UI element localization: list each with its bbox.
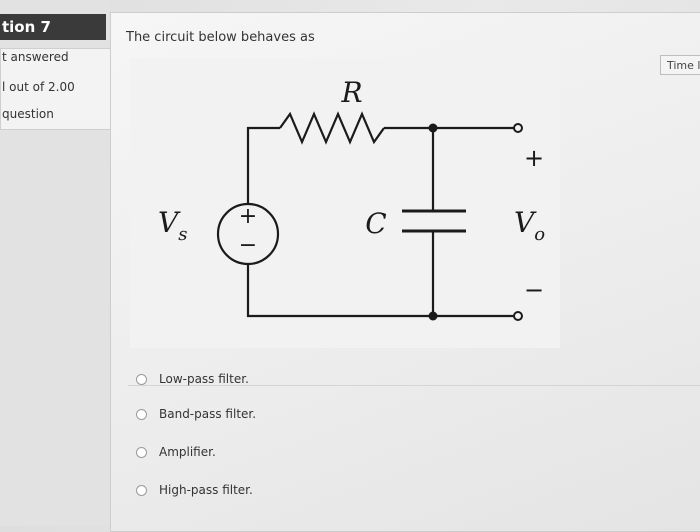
question-number: tion 7 [0,14,106,40]
top-node-dot [428,123,438,133]
source-voltage-letter: V [158,206,181,239]
flag-question-link[interactable]: question [2,107,54,121]
circuit-diagram: + − R C Vs Vo + − [130,58,560,348]
option-label: Low-pass filter. [159,372,249,386]
source-voltage-label: Vs [158,206,187,245]
capacitor-label: C [365,207,386,240]
question-info-box [0,48,112,130]
radio-button[interactable] [136,408,147,420]
answer-status: t answered [2,50,69,64]
output-terminal-top [513,123,523,133]
radio-button[interactable] [136,373,147,385]
option-label: High-pass filter. [159,483,253,497]
output-voltage-subscript: o [534,224,545,245]
option-band-pass[interactable]: Band-pass filter. [136,404,256,424]
output-plus-sign: + [524,144,544,172]
voltage-source-symbol [216,202,280,266]
output-voltage-letter: V [514,206,537,239]
output-minus-sign: − [524,276,544,304]
question-text: The circuit below behaves as [126,30,315,45]
left-top-wire [246,126,280,204]
option-label: Amplifier. [159,445,216,459]
circuit-wires [246,111,514,318]
option-label: Band-pass filter. [159,407,257,421]
bottom-node-dot [428,311,438,321]
source-minus-sign: − [239,233,257,258]
option-high-pass[interactable]: High-pass filter. [136,480,253,500]
source-voltage-subscript: s [178,224,187,245]
time-left-button[interactable]: Time l [660,55,700,75]
points-label: l out of 2.00 [2,80,75,94]
bottom-wire [246,264,514,318]
circuit-background [130,58,560,348]
output-terminal-bottom [513,311,523,321]
question-sidebar: tion 7 t answered l out of 2.00 question [0,0,112,526]
output-voltage-label: Vo [514,206,545,245]
option-amplifier[interactable]: Amplifier. [136,442,216,462]
resistor-label: R [340,76,362,109]
radio-button[interactable] [136,484,147,496]
radio-button[interactable] [136,446,147,458]
resistor-symbol [279,111,385,145]
source-plus-sign: + [239,204,257,229]
options-divider [128,385,700,386]
option-low-pass[interactable]: Low-pass filter. [136,369,249,389]
